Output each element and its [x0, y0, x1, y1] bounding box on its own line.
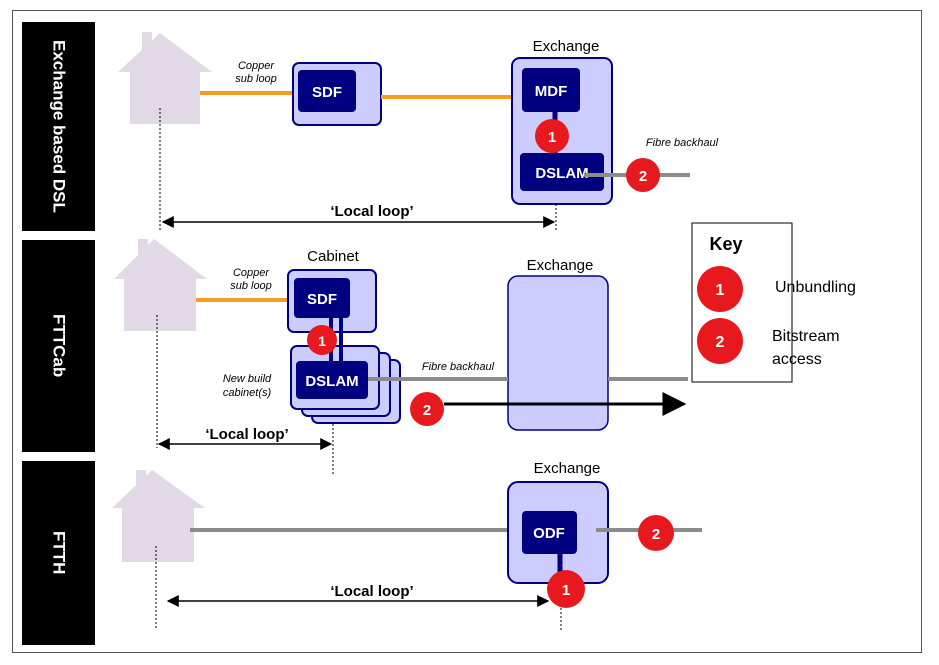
- key-marker-bitstream: [697, 318, 743, 364]
- dslam-node: [520, 153, 604, 191]
- local-loop-label: ‘Local loop’: [205, 426, 288, 443]
- row-label-ftth: FTTH: [22, 461, 95, 645]
- fibre-label: Fibre backhaul: [646, 137, 719, 149]
- house-icon: [112, 470, 205, 562]
- house-icon: [118, 32, 212, 124]
- sdf-node: [298, 70, 356, 112]
- key-title: Key: [709, 234, 742, 254]
- dslam-node: [296, 361, 368, 399]
- new-build-label-2: cabinet(s): [223, 387, 272, 399]
- exchange-container: [507, 275, 609, 431]
- sdf-label: SDF: [307, 291, 337, 308]
- exchange-title: Exchange: [533, 38, 600, 55]
- marker-unbundling: [535, 119, 569, 153]
- key-marker-1: 1: [716, 282, 725, 299]
- odf-label: ODF: [533, 525, 565, 542]
- key-label-unbundling: Unbundling: [775, 279, 856, 296]
- marker-bitstream: [410, 392, 444, 426]
- copper-label: Copper: [238, 60, 275, 72]
- marker-1-label: 1: [562, 582, 570, 599]
- marker-unbundling: [547, 570, 585, 608]
- marker-2-label: 2: [652, 526, 660, 543]
- sdf-label: SDF: [312, 84, 342, 101]
- local-loop-label: ‘Local loop’: [330, 203, 413, 220]
- house-icon: [114, 239, 207, 331]
- key-marker-unbundling: [697, 266, 743, 312]
- copper-label: Copper: [233, 267, 270, 279]
- marker-bitstream: [626, 158, 660, 192]
- cabinet-title: Cabinet: [307, 248, 360, 265]
- new-build-label: New build: [223, 373, 272, 385]
- row-label-fttcab: FTTCab: [22, 240, 95, 452]
- row-label-exchange-dsl: Exchange based DSL: [22, 22, 95, 231]
- key-label-bitstream-2: access: [772, 351, 822, 368]
- dslam-label: DSLAM: [305, 373, 358, 390]
- fibre-label: Fibre backhaul: [422, 361, 495, 373]
- marker-2-label: 2: [639, 168, 647, 185]
- dslam-label: DSLAM: [535, 165, 588, 182]
- exchange-title: Exchange: [534, 460, 601, 477]
- marker-1-label: 1: [548, 129, 556, 146]
- marker-unbundling: [307, 325, 337, 355]
- copper-label-2: sub loop: [235, 73, 277, 85]
- mdf-label: MDF: [535, 83, 568, 100]
- local-loop-label: ‘Local loop’: [330, 583, 413, 600]
- diagram-frame: [12, 10, 922, 653]
- sdf-node: [294, 278, 350, 318]
- marker-1-label: 1: [318, 333, 326, 349]
- marker-bitstream: [638, 515, 674, 551]
- mdf-node: [522, 68, 580, 112]
- exchange-title: Exchange: [527, 257, 594, 274]
- odf-node: [522, 511, 577, 554]
- key-label-bitstream: Bitstream: [772, 328, 840, 345]
- marker-2-label: 2: [423, 402, 431, 419]
- key-marker-2: 2: [716, 334, 725, 351]
- copper-label-2: sub loop: [230, 280, 272, 292]
